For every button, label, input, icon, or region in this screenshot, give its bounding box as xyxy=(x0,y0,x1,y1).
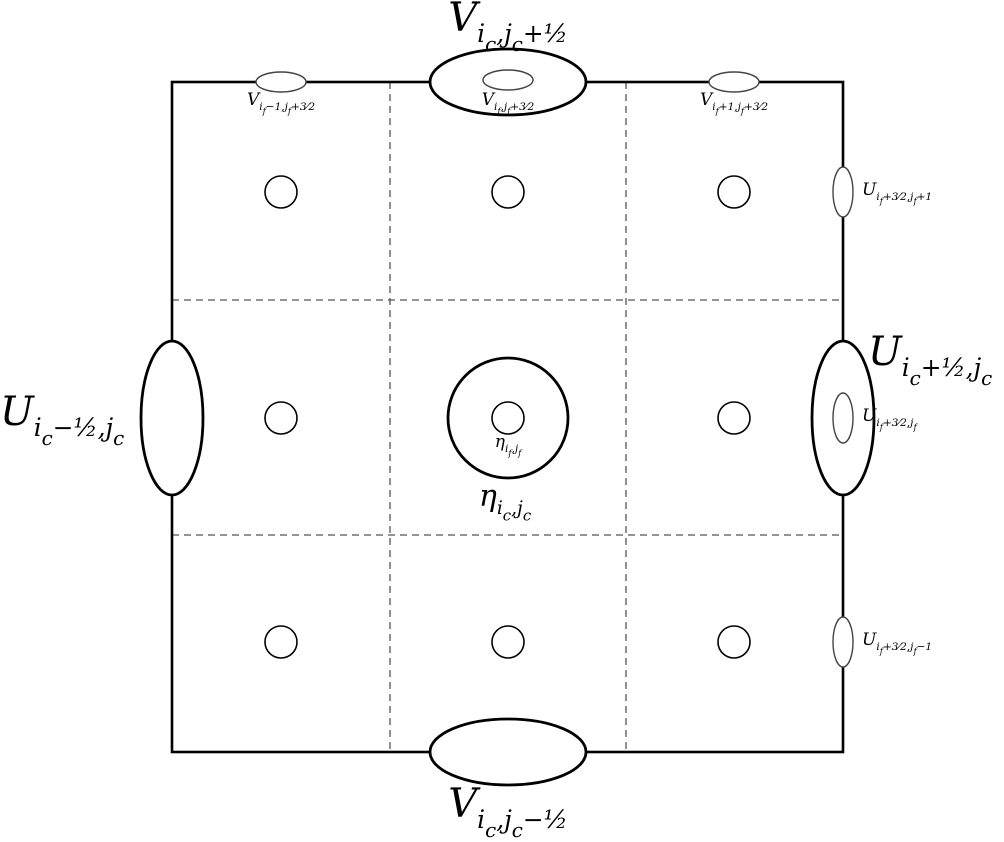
fine-center-marker xyxy=(717,401,751,435)
fine-center-marker xyxy=(264,401,298,435)
fine-center-marker xyxy=(264,625,298,659)
fine-center-marker xyxy=(264,175,298,209)
u-right-fine-mid-label: Uif+3⁄2,jf xyxy=(862,406,917,432)
fine-u-right-mid-marker xyxy=(832,392,854,444)
coarse-u-left-ellipse xyxy=(139,339,205,497)
u-right-fine-top-label: Uif+3⁄2,jf+1 xyxy=(862,180,933,206)
eta-coarse-label: ηic,jc xyxy=(478,479,532,526)
eta-fine-label: ηif,jf xyxy=(494,432,522,458)
fine-u-right-top-marker xyxy=(832,166,854,218)
u-right-fine-bot-label: Uif+3⁄2,jf−1 xyxy=(862,630,933,656)
fine-center-marker xyxy=(491,625,525,659)
u-left-coarse-label: Uic−½,jc xyxy=(0,389,125,451)
fine-v-top-mid-marker xyxy=(482,69,534,91)
fine-grid-lines xyxy=(172,82,843,752)
coarse-v-bottom-ellipse xyxy=(428,717,588,787)
fine-center-marker xyxy=(491,175,525,209)
coarse-cell-boundary xyxy=(170,80,845,754)
v-top-fine-right-label: Vif+1,jf+3⁄2 xyxy=(699,90,769,116)
fine-center-marker xyxy=(717,625,751,659)
v-bottom-coarse-label: Vic,jc−½ xyxy=(448,781,568,842)
fine-u-right-bot-marker xyxy=(832,616,854,668)
coarse-eta-circle xyxy=(446,356,570,480)
fine-center-marker xyxy=(491,401,525,435)
v-top-fine-left-label: Vif−1,jf+3⁄2 xyxy=(246,90,316,116)
fine-v-top-left-marker xyxy=(255,71,307,93)
fine-v-top-right-marker xyxy=(708,71,760,93)
fine-center-marker xyxy=(717,175,751,209)
fine-cell-centers xyxy=(264,175,751,659)
u-right-coarse-label: Uic+½,jc xyxy=(868,329,993,391)
v-top-fine-mid-label: Vif,jf+3⁄2 xyxy=(481,90,535,116)
v-top-coarse-label: Vic,jc+½ xyxy=(448,0,568,57)
